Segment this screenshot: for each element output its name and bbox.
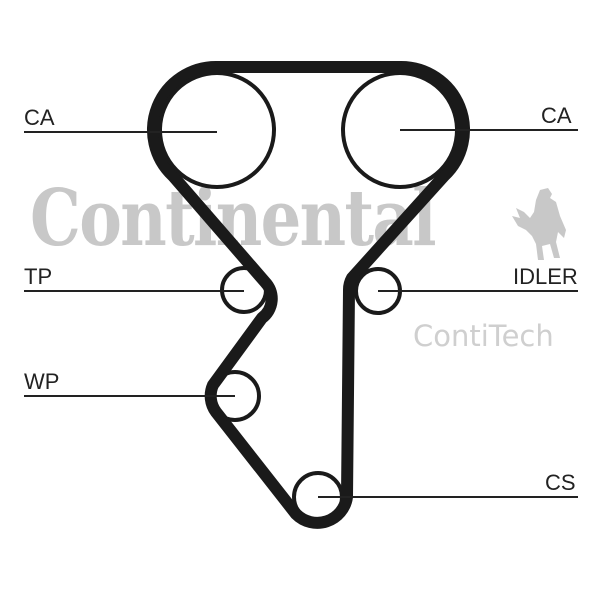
label-cs: CS: [545, 470, 576, 495]
contitech-watermark: ContiTech: [413, 319, 554, 353]
rearing-horse-icon: [512, 188, 566, 260]
label-ca-left: CA: [24, 105, 55, 130]
timing-belt: [147, 60, 470, 529]
label-ca-right: CA: [541, 103, 572, 128]
cam-pulley-left: [158, 71, 276, 189]
label-wp: WP: [24, 369, 60, 394]
label-idler: IDLER: [513, 264, 578, 289]
label-tp: TP: [24, 264, 53, 289]
